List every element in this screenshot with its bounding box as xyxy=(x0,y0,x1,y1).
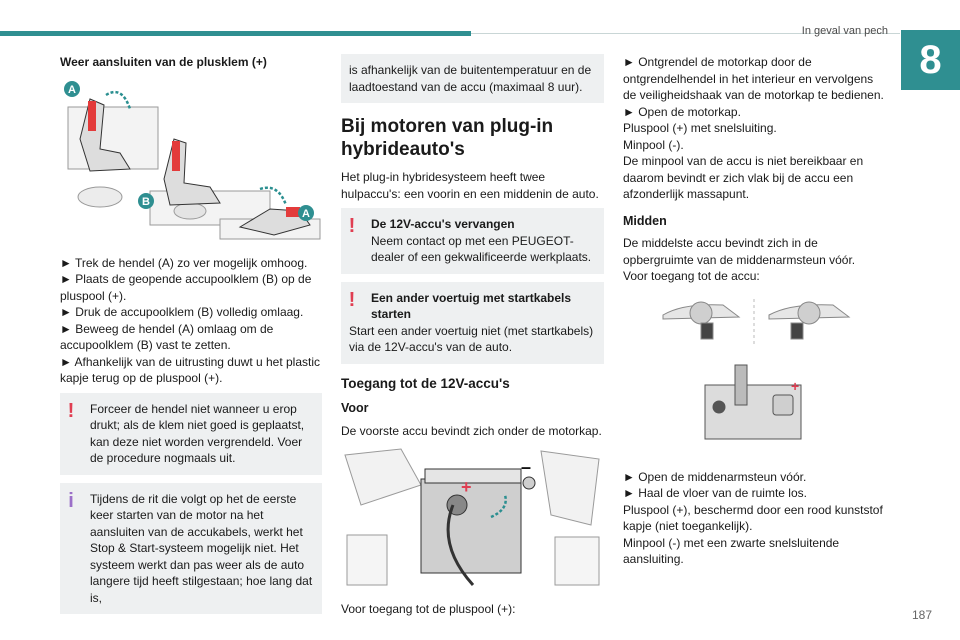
section-title: In geval van pech xyxy=(801,25,888,37)
info-continued: is afhankelijk van de buitentemperatuur … xyxy=(349,63,592,94)
label-a2-badge xyxy=(298,204,314,221)
svg-text:+: + xyxy=(791,378,799,394)
replace-warning-title: De 12V-accu's vervangen xyxy=(371,217,515,231)
info-box: i Tijdens de rit die volgt op het de eer… xyxy=(60,482,322,614)
warning-icon: ! xyxy=(348,215,356,237)
warning-icon: ! xyxy=(67,399,75,422)
plugin-intro: Het plug-in hybridesysteem heeft twee hu… xyxy=(341,170,599,201)
front-battery-illustration: + – xyxy=(344,448,600,587)
reconnect-heading: Weer aansluiten van de plusklem (+) xyxy=(60,55,267,69)
info-text: Tijdens de rit die volgt op het de eerst… xyxy=(90,491,313,605)
page-number: 187 xyxy=(911,608,932,622)
midden-text: De middelste accu bevindt zich in de opb… xyxy=(623,236,856,267)
plus2-line: Pluspool (+), beschermd door een rood ku… xyxy=(623,502,883,534)
plus-sign: + xyxy=(461,477,472,497)
step-remove-floor: ► Haal de vloer van de ruimte los. xyxy=(623,486,807,500)
plugin-heading: Bij motoren van plug-in hybrideauto's xyxy=(341,116,554,160)
clamp-figure: A B A xyxy=(60,79,322,241)
label-a1: A xyxy=(68,84,76,96)
armrest-figure: + xyxy=(623,295,885,465)
step-open-hood: ► Open de motorkap. xyxy=(623,104,741,119)
plus-line: Pluspool (+) met snelsluiting. xyxy=(623,121,777,135)
label-b: B xyxy=(142,196,150,208)
info-continued-box: is afhankelijk van de buitentemperatuur … xyxy=(341,54,604,103)
minus2-line: Minpool (-) met een zwarte snelsluitende… xyxy=(623,535,840,567)
step-open-armrest: ► Open de middenarmsteun vóór. xyxy=(623,469,807,484)
replace-warning-text: Neem contact op met een PEUGEOT-dealer o… xyxy=(371,233,592,265)
minus-line: Minpool (-). xyxy=(623,137,684,152)
column-3: ► Ontgrendel de motorkap door de ontgren… xyxy=(623,54,885,568)
step-3: ► Druk de accupoolklem (B) volledig omla… xyxy=(60,305,304,319)
minus-note: De minpool van de accu is niet bereikbaa… xyxy=(623,154,864,201)
step-5: ► Afhankelijk van de uitrusting duwt u h… xyxy=(60,354,321,386)
access-text: Voor toegang tot de accu: xyxy=(623,269,760,283)
jump-warning-box: ! Een ander voertuig met startkabels sta… xyxy=(341,281,604,364)
step-4: ► Beweeg de hendel (A) omlaag om de accu… xyxy=(60,321,274,353)
warning-text: Forceer de hendel niet wanneer u erop dr… xyxy=(90,401,305,466)
clamp-illustration: A B A xyxy=(64,80,321,239)
column-2: is afhankelijk van de buitentemperatuur … xyxy=(341,54,604,618)
step-unlock: ► Ontgrendel de motorkap door de ontgren… xyxy=(623,55,884,102)
voor-text: De voorste accu bevindt zich onder de mo… xyxy=(341,423,602,438)
label-a1-badge xyxy=(64,80,80,97)
armrest-illustration: + xyxy=(662,298,851,439)
top-accent-bar xyxy=(0,31,471,36)
voor-heading: Voor xyxy=(341,401,369,415)
column-1: Weer aansluiten van de plusklem (+) xyxy=(60,54,322,622)
minus-sign: – xyxy=(521,457,531,477)
info-icon: i xyxy=(68,489,74,512)
top-rule xyxy=(471,33,900,34)
midden-heading: Midden xyxy=(623,213,667,228)
warning-icon: ! xyxy=(348,288,356,311)
label-b-badge xyxy=(138,192,154,209)
step-1: ► Trek de hendel (A) zo ver mogelijk omh… xyxy=(60,255,308,270)
replace-warning-box: ! De 12V-accu's vervangen Neem contact o… xyxy=(341,208,604,274)
front-caption: Voor toegang tot de pluspool (+): xyxy=(341,602,516,616)
jump-warning-title: Een ander voertuig met startkabels start… xyxy=(371,290,572,322)
label-a2: A xyxy=(302,208,310,220)
jump-warning-text: Start een ander voertuig niet (met start… xyxy=(349,323,594,355)
chapter-number: 8 xyxy=(901,30,960,90)
access-heading: Toegang tot de 12V-accu's xyxy=(341,375,510,391)
front-battery-figure: + – xyxy=(341,445,604,593)
step-2: ► Plaats de geopende accupoolklem (B) op… xyxy=(60,272,312,303)
warning-box: ! Forceer de hendel niet wanneer u erop … xyxy=(60,392,322,475)
